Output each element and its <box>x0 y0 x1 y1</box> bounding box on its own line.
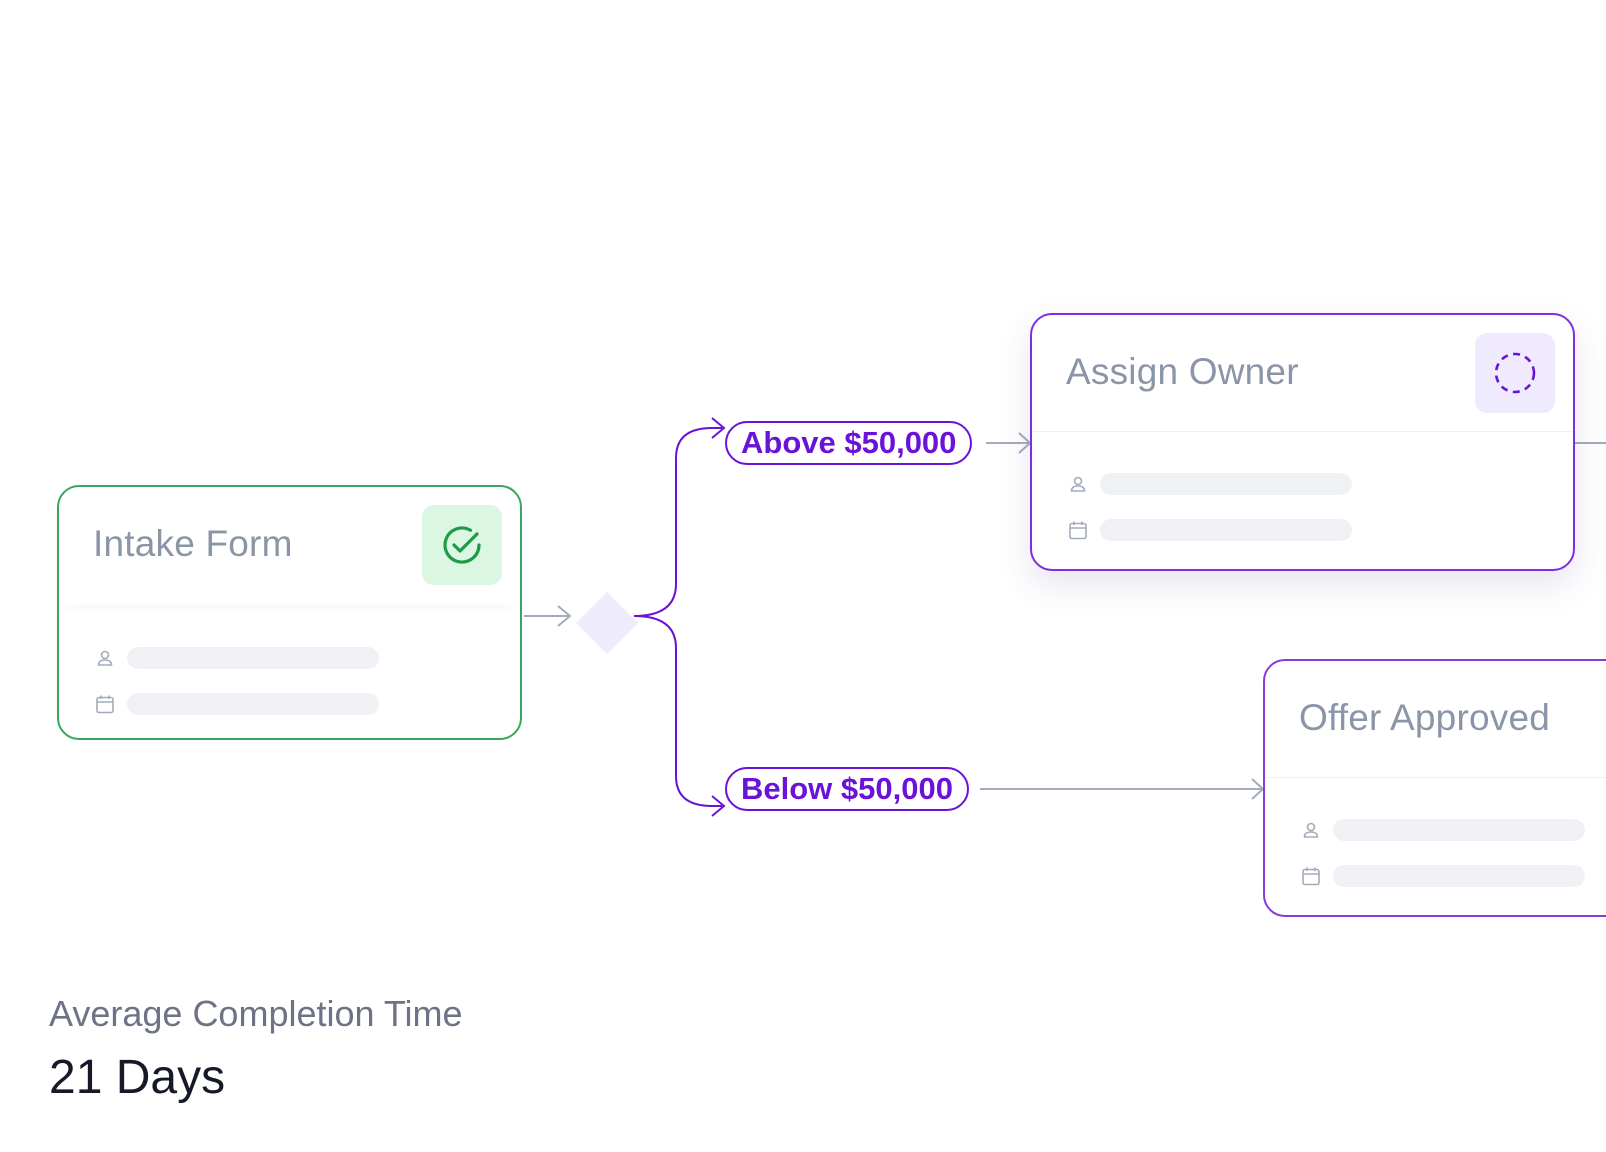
calendar-icon <box>1299 864 1323 888</box>
node-title: Intake Form <box>93 523 293 564</box>
dashed-circle-icon <box>1494 352 1536 394</box>
branch-label-below[interactable]: Below $50,000 <box>725 767 969 811</box>
assignee-placeholder <box>1100 473 1352 495</box>
assignee-row <box>93 635 379 681</box>
node-intake-form[interactable]: Intake Form <box>57 485 522 740</box>
due-date-placeholder <box>1333 865 1585 887</box>
connector-branch-above <box>633 427 722 617</box>
check-circle-icon <box>443 526 481 564</box>
node-header: Offer Approved <box>1265 661 1606 778</box>
node-title: Assign Owner <box>1066 351 1299 392</box>
assignee-row <box>1066 461 1352 507</box>
connector-branch-below <box>633 615 722 807</box>
user-icon <box>1066 472 1090 496</box>
assignee-placeholder <box>1333 819 1585 841</box>
arrowhead-assign <box>1018 432 1032 454</box>
due-date-row <box>1299 853 1585 899</box>
assignee-row <box>1299 807 1585 853</box>
assignee-placeholder <box>127 647 379 669</box>
arrowhead-decision <box>557 605 572 627</box>
branch-label-above[interactable]: Above $50,000 <box>725 421 973 465</box>
due-date-row <box>93 681 379 727</box>
due-date-placeholder <box>1100 519 1352 541</box>
node-header: Intake Form <box>59 487 520 605</box>
decision-diamond[interactable] <box>575 591 639 655</box>
node-offer-approved[interactable]: Offer Approved <box>1263 659 1606 917</box>
due-date-row <box>1066 507 1352 553</box>
calendar-icon <box>1066 518 1090 542</box>
calendar-icon <box>93 692 117 716</box>
node-title: Offer Approved <box>1299 697 1550 738</box>
user-icon <box>93 646 117 670</box>
metric-label: Average Completion Time <box>49 993 463 1034</box>
node-header: Assign Owner <box>1032 315 1573 432</box>
user-icon <box>1299 818 1323 842</box>
metric-value: 21 Days <box>49 1051 226 1104</box>
node-details <box>1066 461 1352 553</box>
node-assign-owner[interactable]: Assign Owner <box>1030 313 1575 571</box>
status-in-progress-badge <box>1475 333 1555 413</box>
arrowhead-below <box>711 795 726 817</box>
status-completed-badge <box>422 505 502 585</box>
node-details <box>93 635 379 727</box>
node-details <box>1299 807 1585 899</box>
arrowhead-offer <box>1251 778 1265 800</box>
arrowhead-above <box>711 417 726 439</box>
due-date-placeholder <box>127 693 379 715</box>
